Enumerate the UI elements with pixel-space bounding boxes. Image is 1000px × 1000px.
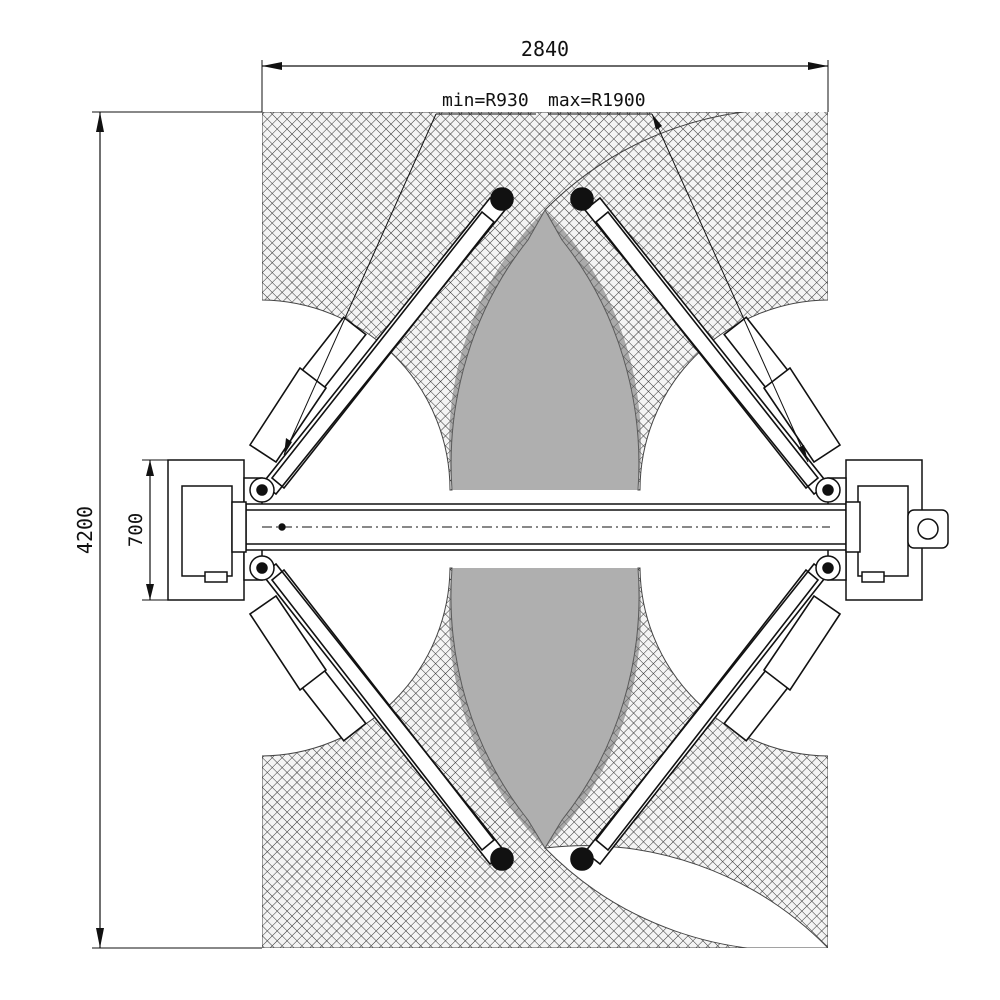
- dimension-length-label: 4200: [73, 506, 97, 554]
- arm-bottom-left: [248, 562, 514, 871]
- arm-sweep-areas: [262, 112, 828, 948]
- dimension-column-depth: 700: [125, 459, 170, 601]
- dimension-column-depth-label: 700: [125, 513, 147, 547]
- lift-pad-top-left: [490, 187, 514, 211]
- lift-arms: [248, 187, 842, 871]
- arm-top-right: [570, 187, 842, 496]
- dimension-width: 2840: [261, 37, 829, 112]
- overlap-lens-top: [448, 210, 642, 490]
- dimension-width-label: 2840: [521, 37, 569, 61]
- cross-beam: [231, 501, 861, 553]
- arm-bottom-right: [570, 562, 842, 871]
- dimension-length: 4200: [73, 111, 262, 949]
- lift-pad-bottom-right: [570, 847, 594, 871]
- radius-callouts: min=R930 max=R1900: [283, 90, 809, 463]
- min-radius-label: min=R930: [442, 90, 529, 111]
- max-radius-label: max=R1900: [548, 90, 646, 111]
- arm-top-left: [248, 187, 514, 496]
- lift-pad-top-right: [570, 187, 594, 211]
- overlap-lens-bottom: [448, 568, 642, 848]
- lift-pad-bottom-left: [490, 847, 514, 871]
